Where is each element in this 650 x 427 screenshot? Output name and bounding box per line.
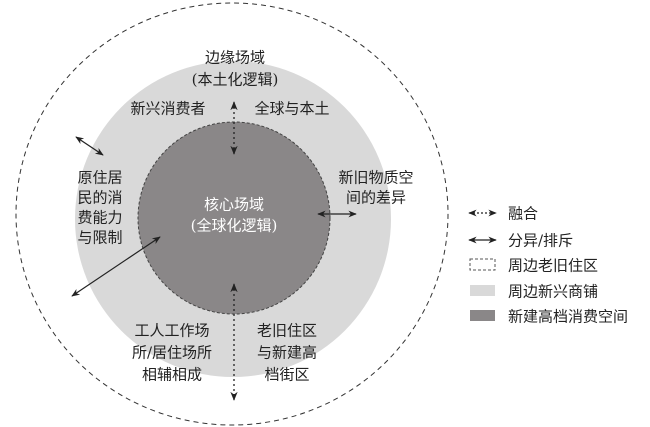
residents-label-3: 费能力: [77, 208, 123, 227]
residents-label-2: 民的消: [77, 188, 123, 207]
outer-field-subtitle: (本土化逻辑): [191, 70, 279, 89]
core-field-subtitle: (全球化逻辑): [190, 216, 278, 235]
work-live-label-3: 相辅相成: [141, 365, 203, 384]
old-new-label-2: 与新建高: [256, 343, 318, 362]
legend-core-label: 新建高档消费空间: [508, 307, 629, 326]
separation-arrow-bottom-left: [71, 236, 161, 297]
legend-old-residential-label: 周边老旧住区: [508, 256, 599, 275]
new-consumers-label: 新兴消费者: [130, 99, 206, 118]
legend-fusion-label: 融合: [508, 204, 539, 223]
legend-separation-label: 分异/排斥: [508, 231, 574, 250]
separation-arrow-top-left: [75, 136, 104, 156]
residents-label-1: 原住居: [77, 168, 123, 187]
work-live-label-2: 所/居住场所: [131, 343, 213, 362]
legend-old-residential-icon: [469, 258, 496, 271]
legend-new-shops-icon: [470, 285, 495, 296]
material-diff-label-1: 新旧物质空: [338, 168, 414, 187]
legend-new-shops-label: 周边新兴商铺: [508, 282, 599, 301]
work-live-label-1: 工人工作场: [134, 321, 210, 340]
global-local-label: 全球与本土: [254, 99, 330, 118]
material-diff-label-2: 间的差异: [345, 188, 407, 207]
old-residential-circle: [15, 2, 449, 426]
old-new-label-1: 老旧住区: [256, 321, 318, 340]
legend-core-icon: [470, 310, 495, 321]
core-field-title: 核心场域: [203, 195, 265, 214]
residents-label-4: 与限制: [77, 228, 123, 247]
old-new-label-3: 档街区: [264, 365, 310, 384]
outer-field-title: 边缘场域: [204, 48, 266, 67]
